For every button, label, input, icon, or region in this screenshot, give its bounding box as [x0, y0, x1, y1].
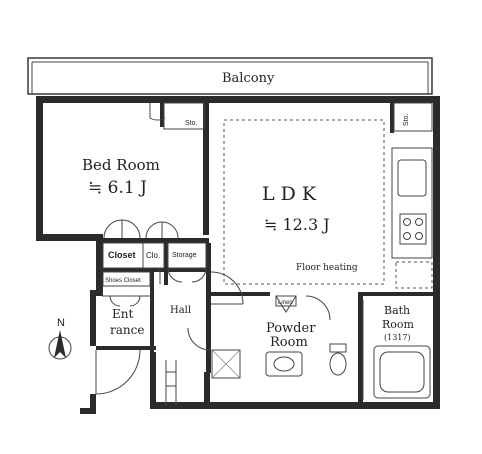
bedroom-label: Bed Room: [82, 156, 160, 174]
closet-label: Closet: [108, 250, 136, 260]
shoes-closet-label: Shoes Closet: [105, 278, 141, 284]
linen-label: Linen: [278, 300, 293, 306]
bath-label-2: Room: [382, 318, 415, 331]
floor-heating-label: Floor heating: [296, 263, 358, 273]
closet-area: Closet Clo. Storage Shoes Closet: [102, 242, 207, 287]
powder-label-2: Room: [270, 335, 308, 350]
ldk: L D K ≒ 12.3 J Floor heating: [223, 119, 433, 289]
north-arrow: N: [48, 317, 72, 360]
balcony-label: Balcony: [222, 71, 275, 86]
storage-top-right: Sto.: [393, 102, 433, 132]
bath-label-1: Bath: [384, 304, 410, 317]
ldk-size: ≒ 12.3 J: [264, 215, 330, 234]
powder-room: Linen Powder Room: [265, 295, 347, 377]
balcony: Balcony: [27, 57, 433, 95]
bedroom: Bed Room ≒ 6.1 J: [82, 103, 179, 239]
inner-walls: [96, 103, 433, 404]
clo-label: Clo.: [146, 251, 160, 260]
entrance-label-1: Ent: [112, 307, 133, 321]
sto-left-label: Sto.: [185, 120, 198, 127]
storage-label: Storage: [172, 252, 197, 259]
storage-top-left: Sto.: [163, 102, 205, 130]
ldk-label: L D K: [262, 183, 317, 205]
entrance: Ent rance: [95, 295, 150, 395]
sto-right-label: Sto.: [403, 113, 410, 126]
north-label: N: [57, 317, 65, 329]
outer-walls: [36, 96, 440, 414]
bedroom-size: ≒ 6.1 J: [88, 178, 147, 198]
hall: Hall: [165, 271, 244, 406]
entrance-label-2: rance: [110, 323, 144, 337]
hall-label: Hall: [170, 305, 191, 316]
bath-size-label: (1317): [384, 333, 411, 342]
powder-label-1: Powder: [266, 321, 316, 336]
bath-room: Bath Room (1317): [362, 300, 431, 400]
